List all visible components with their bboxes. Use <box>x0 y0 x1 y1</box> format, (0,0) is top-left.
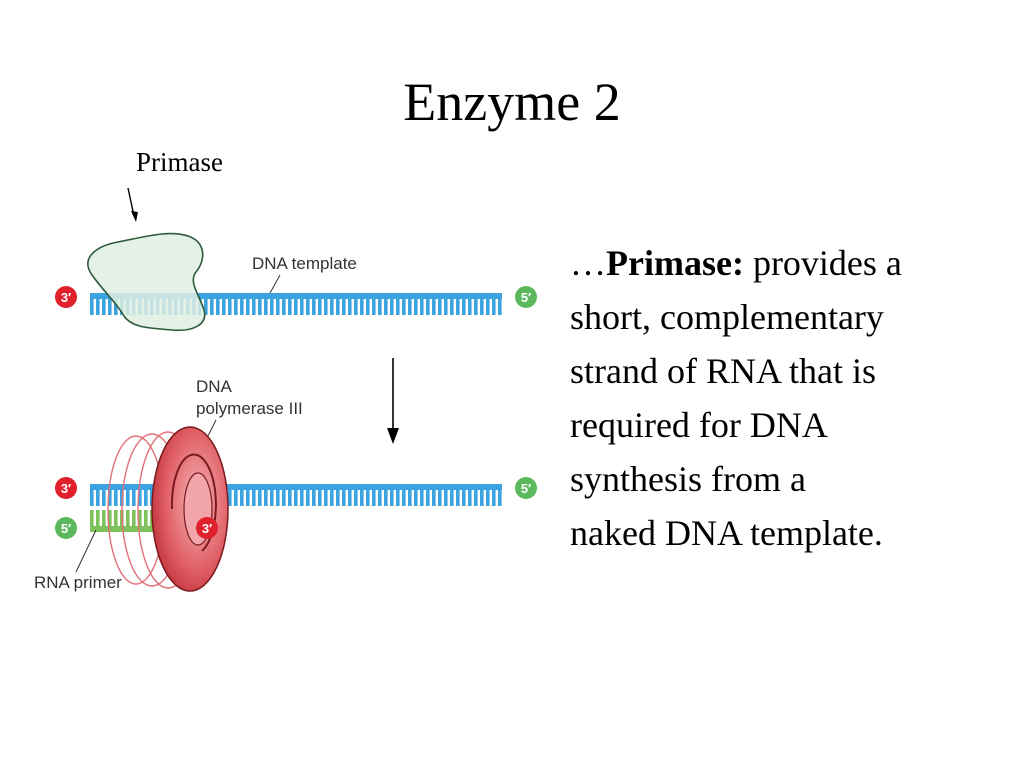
bullet-mark: … <box>570 243 606 283</box>
top-5prime-end-badge: 5′ <box>515 286 537 308</box>
bottom-5prime-end-badge: 5′ <box>515 477 537 499</box>
primase-description: …Primase: provides a short, complementar… <box>570 236 1010 560</box>
primase-enzyme-shape <box>87 232 206 332</box>
top-3prime-end-badge: 3′ <box>55 286 77 308</box>
svg-text:5′: 5′ <box>521 481 531 496</box>
primer-5prime-end-badge: 5′ <box>55 517 77 539</box>
polymerase-label-line2: polymerase III <box>196 399 303 418</box>
primase-term: Primase: <box>606 243 744 283</box>
dna-template-pointer <box>269 274 281 294</box>
primer-3prime-end-badge: 3′ <box>196 517 218 539</box>
rna-primer-label: RNA primer <box>34 573 122 592</box>
description-text-1: provides a <box>743 243 902 283</box>
dna-polymerase-iii-shape <box>151 426 229 592</box>
slide-title: Enzyme 2 <box>403 72 621 132</box>
dna-replication-diagram: DNA template 3′ 5′ DNA polymerase III 3′ <box>34 187 537 592</box>
process-down-arrow <box>387 358 399 444</box>
description-line-3: strand of RNA that is <box>570 351 876 391</box>
bottom-3prime-end-badge: 3′ <box>55 477 77 499</box>
description-line-2: short, complementary <box>570 297 884 337</box>
primase-callout-arrow <box>127 187 138 222</box>
svg-text:5′: 5′ <box>61 521 71 536</box>
description-line-5: synthesis from a <box>570 459 806 499</box>
svg-text:3′: 3′ <box>61 481 71 496</box>
svg-text:3′: 3′ <box>202 521 212 536</box>
description-line-4: required for DNA <box>570 405 828 445</box>
description-line-6: naked DNA template. <box>570 513 883 553</box>
primase-callout-label: Primase <box>136 147 223 177</box>
dna-template-label: DNA template <box>252 254 357 273</box>
polymerase-label-line1: DNA <box>196 377 233 396</box>
svg-text:5′: 5′ <box>521 290 531 305</box>
svg-text:3′: 3′ <box>61 290 71 305</box>
description-line-1: …Primase: provides a <box>570 236 1010 290</box>
rna-primer-pointer <box>75 529 97 573</box>
